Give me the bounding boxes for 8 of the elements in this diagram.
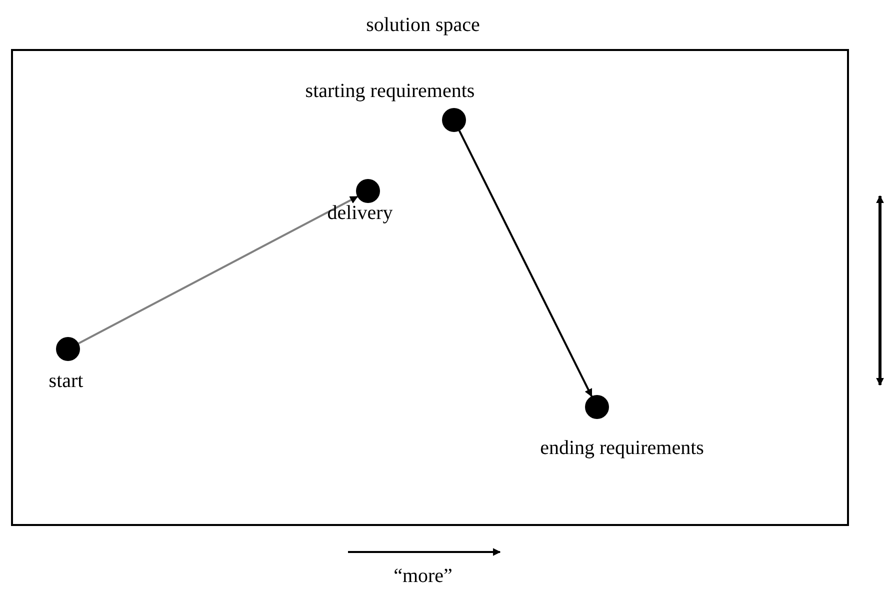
point-label: starting requirements [305, 81, 475, 101]
arrow [78, 196, 358, 344]
point-label: delivery [327, 203, 393, 223]
arrow [458, 130, 593, 397]
frame-label: solution space [366, 15, 480, 35]
point-label: ending requirements [540, 438, 704, 458]
axis-label: “more” [394, 566, 452, 586]
point-label: start [48, 371, 84, 391]
